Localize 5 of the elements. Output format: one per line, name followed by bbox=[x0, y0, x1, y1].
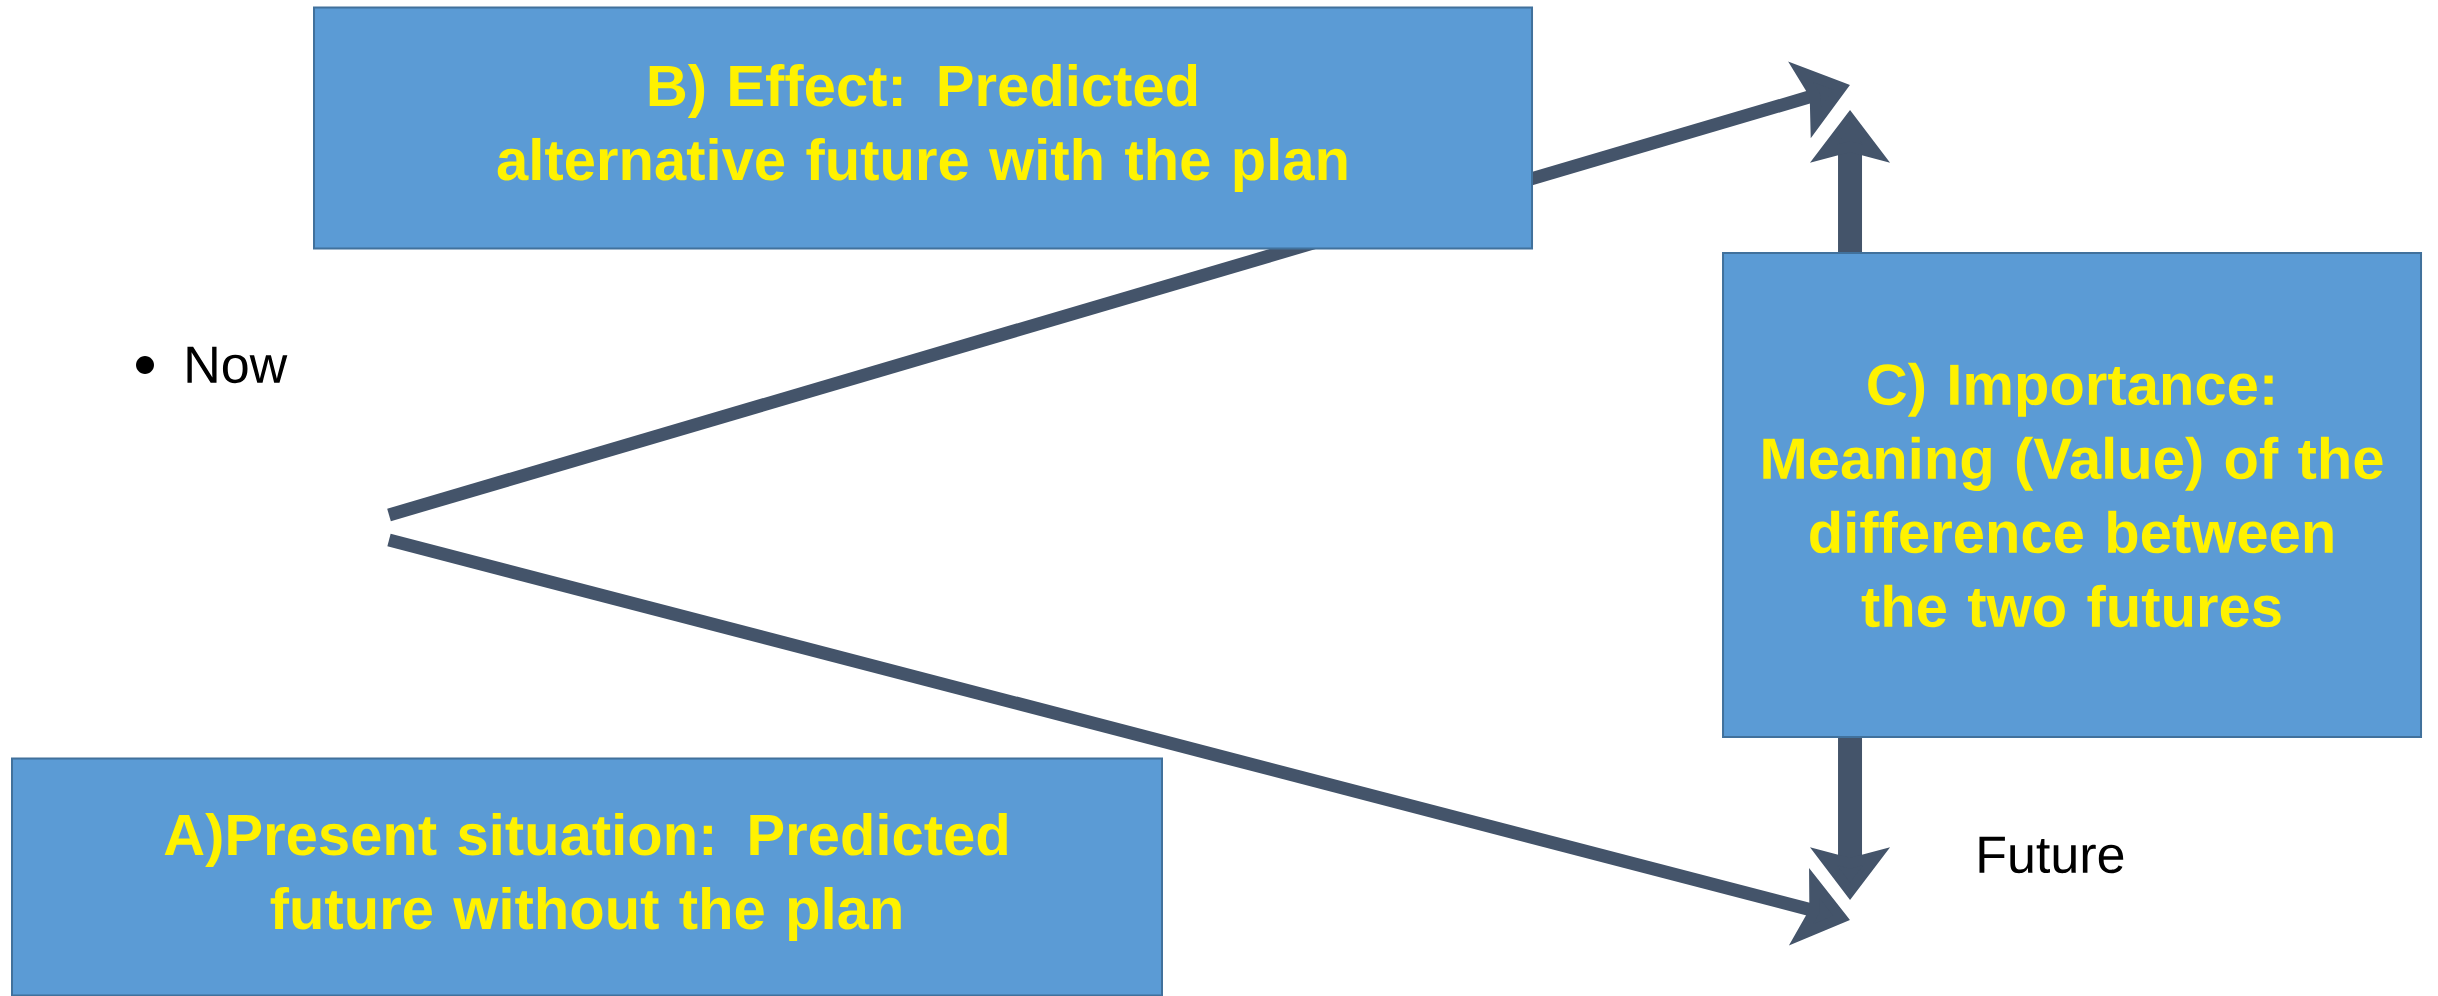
text-box: A)Present situation: Predicted future without the plan bbox=[11, 757, 1163, 996]
label: Now bbox=[187, 346, 288, 384]
text-box: B) Effect: Predicted alternative future with the plan bbox=[313, 6, 1533, 250]
text-box: C) Importance: Meaning (Value) of the difference between the two futures bbox=[1722, 252, 2423, 738]
label: Future bbox=[1979, 836, 2124, 874]
